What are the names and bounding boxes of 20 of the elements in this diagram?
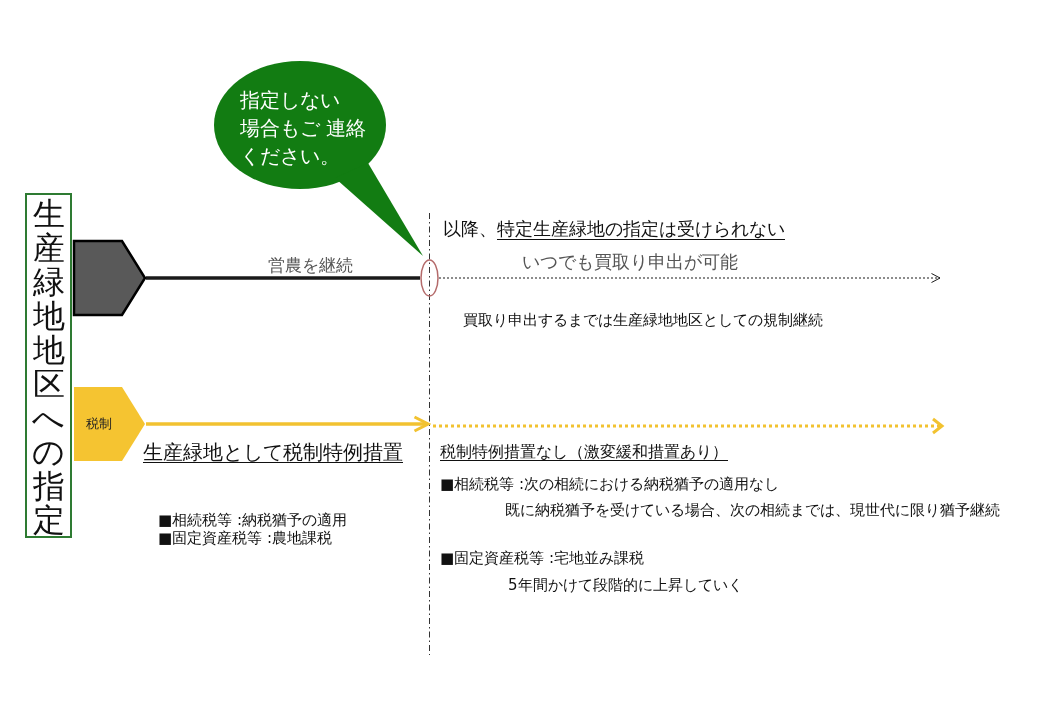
note-text: ■相続税等 :次の相続における納税猶予の適用なし (440, 474, 779, 494)
note-text: ■固定資産税等 :宅地並み課税 (440, 548, 644, 568)
edge-label: いつでも買取り申出が可能 (520, 251, 740, 273)
arrow (146, 415, 430, 433)
note-text: 既に納税猶予を受けている場合、次の相続までは、現世代に限り猶予継続 (505, 500, 1000, 520)
arrow-pentagon (73, 240, 146, 316)
edge-label: 営農を継続 (265, 256, 355, 275)
section-label: 税制 (86, 415, 112, 433)
heading-text: 生産緑地として税制特例措置 (143, 440, 403, 465)
dotted-arrow (438, 273, 941, 283)
title-box: 生産緑地地区への指定 (25, 193, 72, 538)
note-text: 買取り申出するまでは生産緑地地区としての規制継続 (463, 310, 823, 330)
oval-marker (420, 259, 439, 297)
note-text: ■相続税等 :納税猶予の適用 (158, 510, 347, 530)
connector-line (146, 276, 420, 280)
note-text: 5年間かけて段階的に上昇していく (508, 575, 743, 595)
bubble-text: 指定しない場合もご 連絡ください。 (240, 87, 368, 170)
heading-text: 税制特例措置なし（激変緩和措置あり） (440, 441, 728, 462)
note-text: ■固定資産税等 :農地課税 (158, 528, 332, 548)
heading-text: 以降、特定生産緑地の指定は受けられない (443, 217, 785, 240)
